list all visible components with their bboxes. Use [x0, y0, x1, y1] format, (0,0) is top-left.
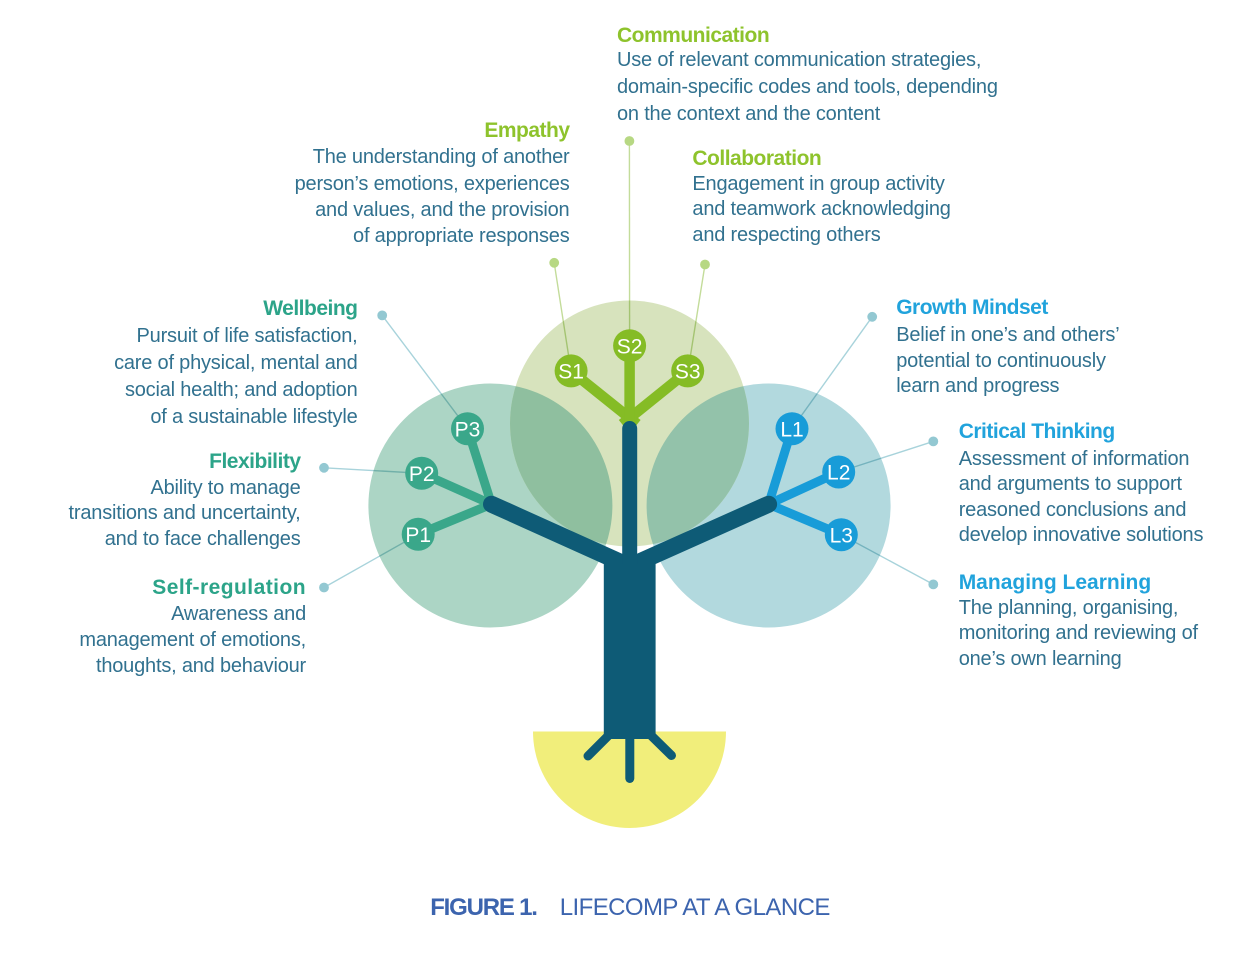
svg-text:L3: L3: [830, 524, 853, 547]
svg-text:P3: P3: [455, 418, 481, 441]
svg-text:L1: L1: [780, 418, 803, 441]
svg-text:P2: P2: [409, 463, 435, 486]
svg-text:S1: S1: [558, 361, 584, 384]
svg-text:L2: L2: [827, 462, 850, 485]
svg-text:S2: S2: [617, 335, 643, 358]
svg-text:S3: S3: [675, 361, 701, 384]
svg-text:P1: P1: [405, 524, 431, 547]
